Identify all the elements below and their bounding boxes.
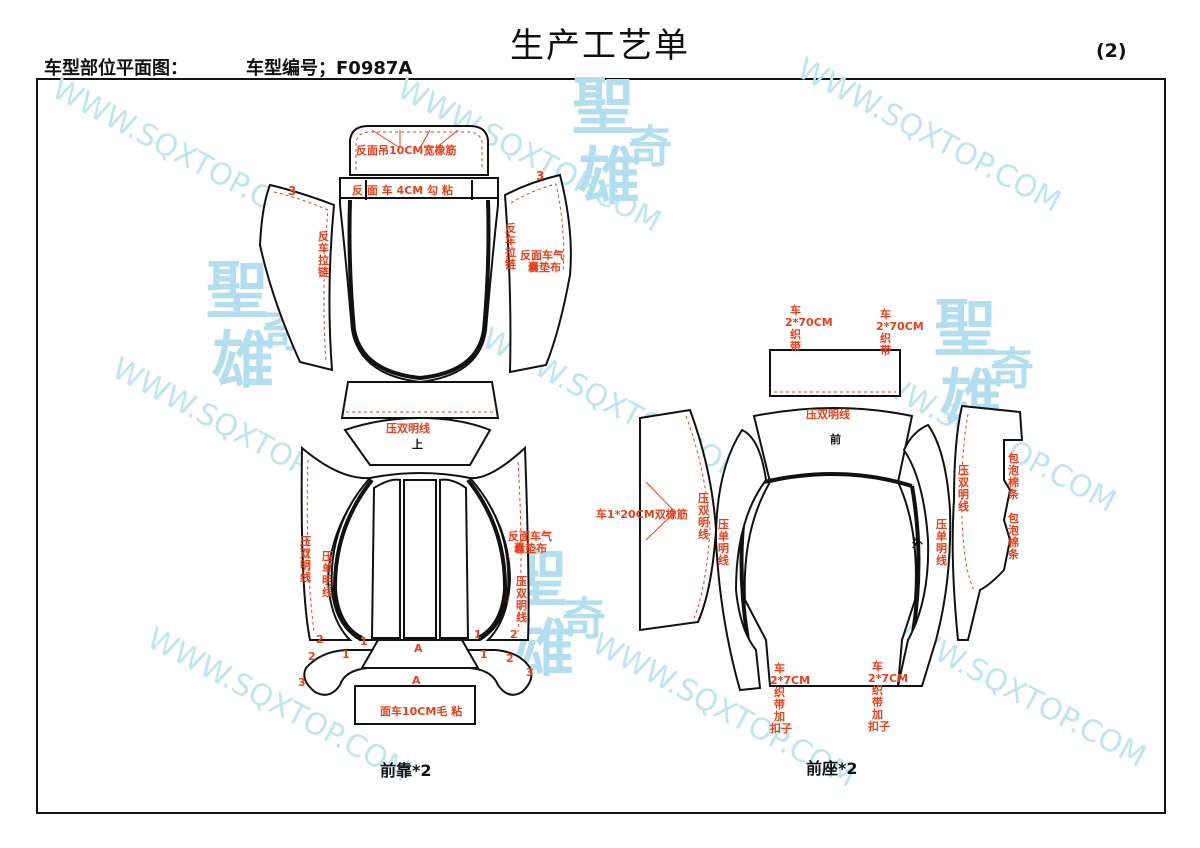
- seat-right-note1: 压单明线: [936, 517, 947, 567]
- right-zip-note: 反车拉链: [505, 221, 517, 271]
- seat-front-panel: [752, 407, 914, 483]
- back-bottom-left-tab: [303, 649, 380, 696]
- back-sew-note: 反 面 车 4CM 勾 粘: [352, 183, 453, 197]
- mark-1: 1: [480, 648, 488, 661]
- pleat-panel: [370, 478, 401, 639]
- drawing-frame: [36, 78, 1166, 814]
- mark-3: 3: [536, 169, 544, 183]
- bottom-note: 面车10CM毛 粘: [380, 704, 462, 718]
- watermark-char: 聖: [934, 292, 996, 365]
- front-mark: 前: [830, 432, 841, 446]
- mark-2: 2: [510, 628, 518, 641]
- watermark-char: 雄: [212, 324, 274, 397]
- seat-inner-right-side: [896, 423, 952, 687]
- mark-2: 2: [308, 650, 316, 663]
- seat-right-note3: 包泡棉条: [1007, 451, 1020, 501]
- back-bottom-strip: [354, 685, 476, 725]
- seat-left-note3: 压单明线: [718, 517, 729, 567]
- mark-3: 3: [288, 184, 296, 198]
- mark-2: 2: [316, 633, 324, 646]
- seat-left-note2: 压双明线: [698, 491, 709, 541]
- seat-outer-right-side: [951, 404, 1024, 641]
- seat-caption: 前座*2: [806, 759, 858, 778]
- watermark-url: WWW.SQXTOP.COM: [791, 51, 1066, 220]
- seat-front-note: 压双明线: [806, 407, 850, 421]
- left-lower-note1: 压双明线: [300, 534, 311, 584]
- watermark-char: 聖: [572, 70, 634, 143]
- pleat-panel: [403, 479, 437, 639]
- right-lower-note1: 反面车气囊垫布: [508, 529, 552, 555]
- watermark-char: 奇: [990, 344, 1034, 395]
- right-airbag-note: 反面车气囊垫布: [520, 248, 564, 274]
- mark-3: 3: [298, 676, 306, 689]
- seat-outer-mark: 外: [911, 536, 923, 550]
- up-mark: 上: [412, 437, 423, 451]
- seat-left-note1: 车1*20CM双橡筋: [596, 507, 688, 521]
- mark-a: A: [412, 674, 421, 687]
- back-bottom-right-tab: [460, 649, 533, 696]
- watermark-char: 雄: [578, 140, 640, 213]
- diagram-label: 车型部位平面图：: [44, 58, 188, 79]
- model-number: 车型编号；F0987A: [246, 58, 413, 79]
- watermark-char: 聖: [206, 254, 268, 327]
- yoke-note: 压双明线: [386, 421, 430, 435]
- mark-1: 1: [360, 635, 368, 648]
- headband-note: 反面吊10CM宽橡筋: [356, 143, 456, 157]
- mark-3: 3: [526, 666, 534, 679]
- mark-a: A: [414, 642, 423, 655]
- back-bottom-mid: [360, 639, 480, 669]
- back-upper-yoke: [343, 416, 492, 466]
- mark-2: 2: [506, 652, 514, 665]
- page-number: (2): [1096, 40, 1127, 62]
- back-mid-band: [340, 381, 500, 419]
- watermark-char: 奇: [562, 594, 606, 645]
- seat-main-panel: [743, 473, 917, 687]
- seat-right-note2: 压双明线: [958, 463, 969, 513]
- backrest-pattern: 反面吊10CM宽橡筋 反 面 车 4CM 勾 粘 3 反车拉链 3 反车拉链 反…: [258, 125, 572, 780]
- watermark-char: 奇: [628, 122, 672, 173]
- back-right-wing: [503, 173, 572, 374]
- seat-top-strip: [769, 349, 901, 397]
- pleat-panel: [439, 478, 470, 639]
- back-left-wing: [258, 183, 336, 372]
- left-lower-note2: 压单明线: [322, 549, 333, 599]
- mark-1: 1: [342, 648, 350, 661]
- right-lower-note3: 压双明线: [516, 574, 527, 624]
- back-lower-left-wing: [300, 445, 373, 641]
- seat-right-note4: 包泡棉条: [1007, 511, 1020, 561]
- mark-1: 1: [474, 628, 482, 641]
- left-zip-note: 反车拉链: [318, 229, 330, 279]
- page-title: 生产工艺单: [510, 26, 690, 66]
- backrest-caption: 前靠*2: [380, 761, 432, 780]
- seat-outer-left-side: [639, 408, 718, 632]
